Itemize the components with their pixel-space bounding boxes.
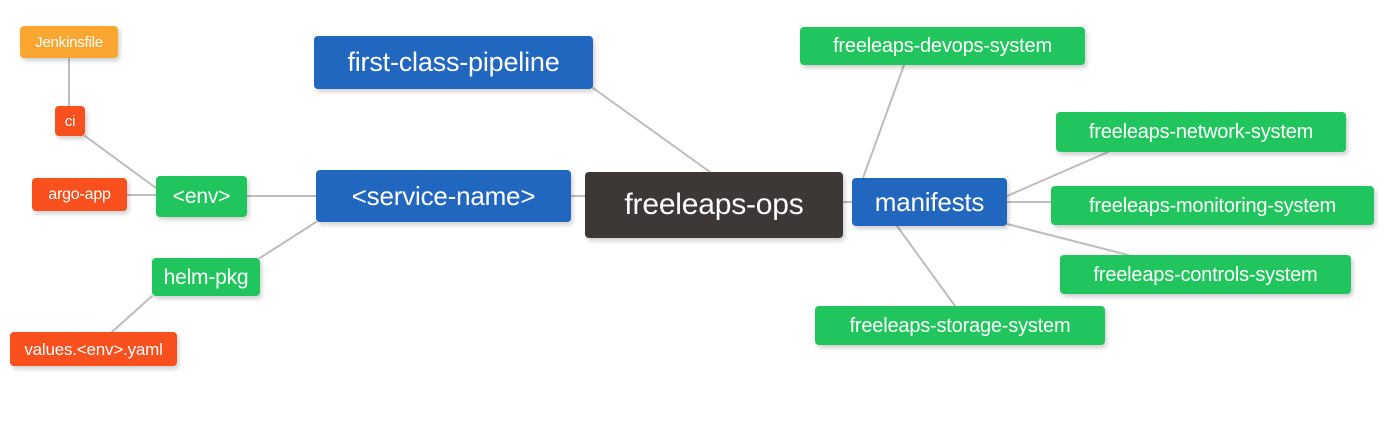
node-freeleaps-monitoring-system[interactable]: freeleaps-monitoring-system (1051, 186, 1374, 225)
edge-root-first-class-pipeline (592, 87, 711, 173)
node-label-freeleaps-network-system: freeleaps-network-system (1088, 121, 1314, 143)
node-label-freeleaps-monitoring-system: freeleaps-monitoring-system (1089, 194, 1336, 217)
node-label-service-name: <service-name> (351, 181, 536, 211)
node-label-argo-app: argo-app (48, 185, 111, 203)
node-freeleaps-controls-system[interactable]: freeleaps-controls-system (1060, 255, 1351, 294)
node-first-class-pipeline[interactable]: first-class-pipeline (314, 36, 593, 89)
node-label-helm-pkg: helm-pkg (163, 265, 249, 289)
edge-manifests-devops (862, 64, 905, 179)
node-label-values-env-yaml: values.<env>.yaml (24, 339, 163, 359)
node-freeleaps-devops-system[interactable]: freeleaps-devops-system (800, 27, 1085, 65)
node-label-freeleaps-devops-system: freeleaps-devops-system (833, 35, 1052, 57)
node-service-name[interactable]: <service-name> (316, 170, 571, 222)
node-freeleaps-network-system[interactable]: freeleaps-network-system (1056, 112, 1346, 152)
node-root[interactable]: freeleaps-ops (585, 172, 843, 238)
node-label-first-class-pipeline: first-class-pipeline (347, 47, 560, 77)
edge-helm-pkg-values (111, 295, 153, 333)
edge-manifests-controls (1006, 223, 1129, 256)
node-label-freeleaps-storage-system: freeleaps-storage-system (849, 314, 1071, 337)
edge-manifests-storage (896, 225, 956, 307)
node-label-freeleaps-controls-system: freeleaps-controls-system (1093, 263, 1318, 286)
node-helm-pkg[interactable]: helm-pkg (152, 258, 260, 296)
node-values-env-yaml[interactable]: values.<env>.yaml (10, 332, 177, 366)
node-label-root: freeleaps-ops (624, 188, 804, 221)
node-label-ci: ci (64, 112, 76, 130)
node-manifests[interactable]: manifests (852, 178, 1007, 226)
node-label-jenkinsfile: Jenkinsfile (35, 33, 103, 51)
node-label-manifests: manifests (874, 187, 985, 217)
node-argo-app[interactable]: argo-app (32, 178, 127, 211)
node-label-env: <env> (172, 185, 231, 208)
node-freeleaps-storage-system[interactable]: freeleaps-storage-system (815, 306, 1105, 345)
node-env[interactable]: <env> (156, 176, 247, 217)
node-ci[interactable]: ci (55, 106, 85, 136)
node-jenkinsfile[interactable]: Jenkinsfile (20, 26, 118, 58)
edge-service-name-helm-pkg (259, 221, 317, 259)
